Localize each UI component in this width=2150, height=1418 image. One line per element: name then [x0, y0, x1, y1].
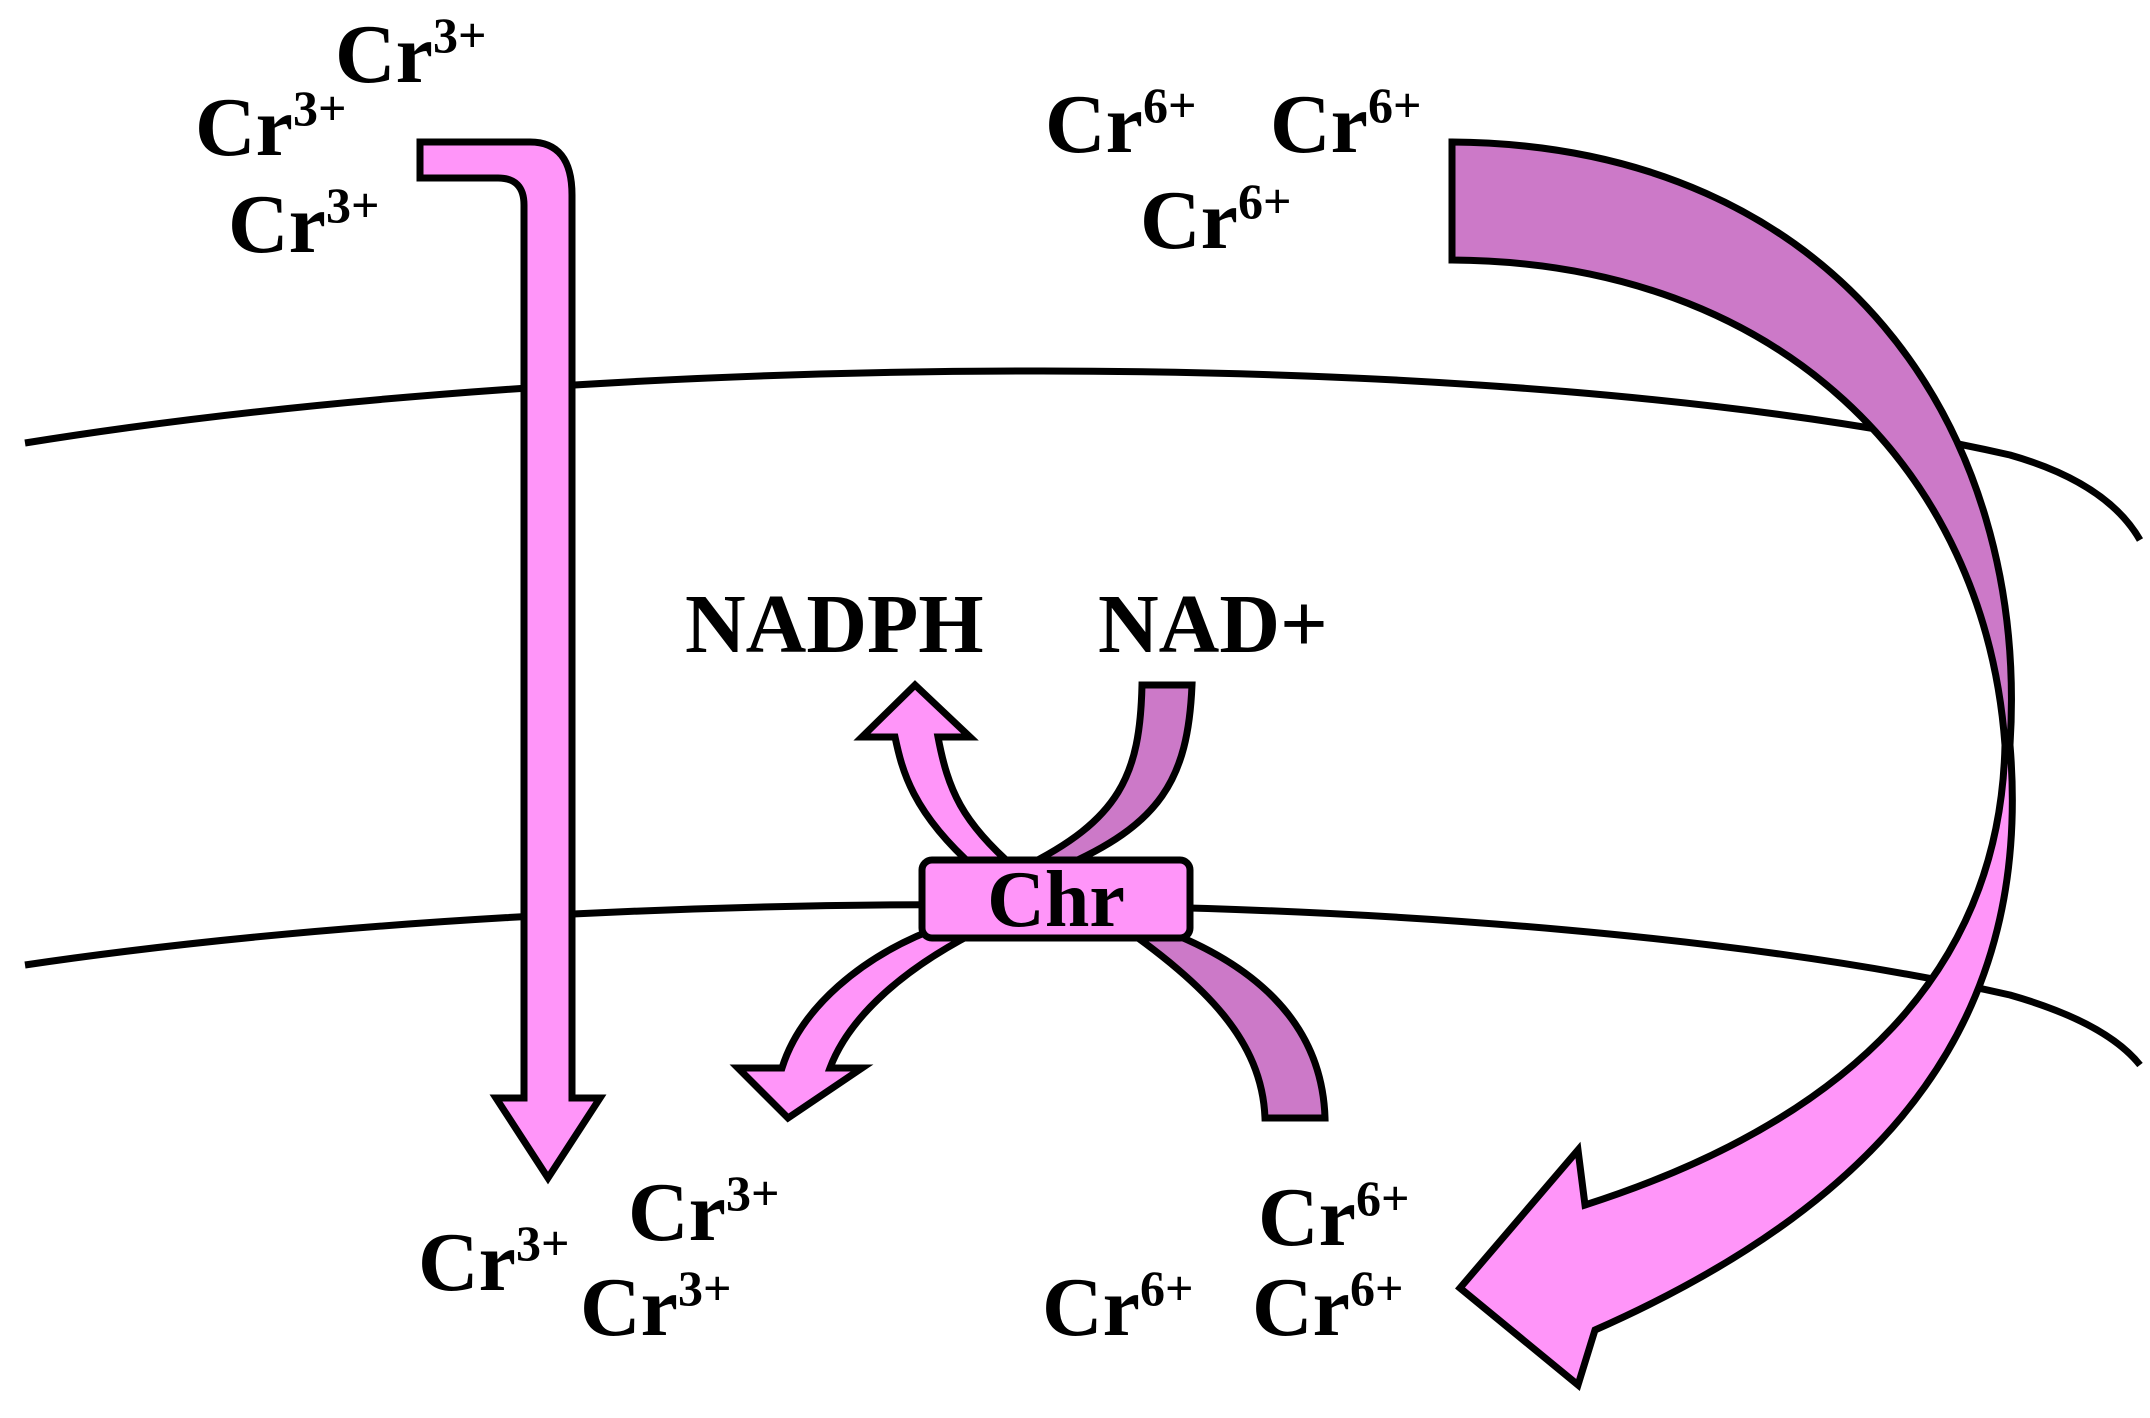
chr-enzyme-label: Chr	[987, 856, 1125, 944]
cr6-ion-inside: Cr6+	[1042, 1260, 1193, 1354]
cr6-ion-outside: Cr6+	[1270, 77, 1421, 171]
nad-input-arrow	[1020, 681, 1196, 872]
cr6-uptake-arrow-upper	[1448, 138, 2015, 749]
cr3-ion-outside: Cr3+	[335, 7, 486, 101]
cr3-transport-arrow	[416, 138, 607, 1185]
cr3-product-arrow	[729, 921, 992, 1123]
nad-plus-label: NAD+	[1098, 578, 1328, 671]
cr6-ion-inside: Cr6+	[1252, 1260, 1403, 1354]
outer-membrane	[24, 367, 2144, 542]
cr3-ion-inside: Cr3+	[418, 1215, 569, 1309]
cr3-ion-inside: Cr3+	[628, 1165, 779, 1259]
cr6-ion-outside: Cr6+	[1140, 173, 1291, 267]
nadph-label: NADPH	[685, 578, 984, 671]
cr3-ion-outside: Cr3+	[195, 80, 346, 174]
cr6-ion-outside: Cr6+	[1045, 77, 1196, 171]
nadph-output-arrow	[853, 680, 1025, 872]
chr-enzyme-box	[918, 856, 1194, 942]
cr6-substrate-arrow	[1108, 921, 1329, 1122]
cr6-uptake-arrow-lower	[1455, 741, 2016, 1392]
inner-membrane	[24, 901, 2143, 1068]
cr3-ion-inside: Cr3+	[580, 1260, 731, 1354]
cr3-ion-outside: Cr3+	[228, 177, 379, 271]
cr6-ion-inside: Cr6+	[1258, 1170, 1409, 1264]
